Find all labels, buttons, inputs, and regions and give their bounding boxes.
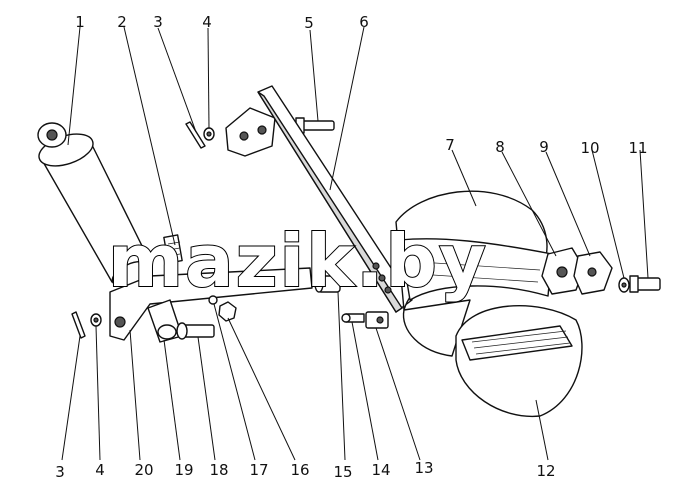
pin [176, 322, 215, 340]
callout-13: 13 [414, 459, 433, 477]
foot-pad [455, 305, 583, 418]
callout-4-top: 4 [202, 13, 212, 31]
callout-11: 11 [628, 139, 647, 157]
washer-lower [90, 313, 102, 327]
callout-3-top: 3 [153, 13, 163, 31]
bolt-small [629, 275, 661, 293]
callout-17: 17 [249, 461, 268, 479]
nut-small [208, 295, 218, 305]
cotter-pin-lower [71, 311, 86, 339]
nut-large [218, 301, 237, 322]
callout-18: 18 [209, 461, 228, 479]
housing-hood [395, 190, 553, 357]
callout-7: 7 [445, 136, 455, 154]
washer-upper [203, 127, 215, 141]
lever-bracket [109, 234, 313, 341]
callout-8: 8 [495, 138, 505, 156]
callout-15: 15 [333, 463, 352, 481]
callout-1: 1 [75, 13, 85, 31]
mounting-bracket-top [225, 107, 276, 157]
watermark-logo: mazik.by [108, 219, 488, 303]
support-bar [257, 85, 413, 313]
callout-5: 5 [304, 14, 314, 32]
callout-3-bottom: 3 [55, 463, 65, 481]
callout-9: 9 [539, 138, 549, 156]
callout-2: 2 [117, 13, 127, 31]
cover-plate [573, 251, 613, 295]
cotter-pin-upper [185, 121, 206, 149]
callout-14: 14 [371, 461, 390, 479]
callout-20: 20 [134, 461, 153, 479]
callout-19: 19 [174, 461, 193, 479]
grease-fitting [341, 313, 365, 323]
fork-clevis [147, 299, 183, 343]
callout-4-bottom: 4 [95, 461, 105, 479]
adapter-block [365, 311, 389, 329]
callout-6: 6 [359, 13, 369, 31]
gasket-plate [541, 247, 585, 295]
callout-16: 16 [290, 461, 309, 479]
washer [618, 277, 630, 293]
bushing [314, 275, 341, 293]
callout-labels: 1 2 3 4 5 6 7 8 9 10 11 3 4 20 19 18 17 … [55, 13, 647, 481]
leader-lines [61, 26, 649, 461]
callout-10: 10 [580, 139, 599, 157]
callout-12: 12 [536, 462, 555, 480]
